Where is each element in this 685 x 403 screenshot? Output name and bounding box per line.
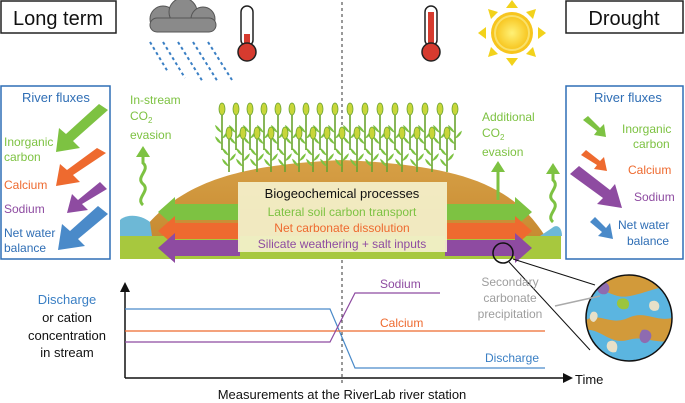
left-inorganic-carbon-1: Inorganic xyxy=(4,135,53,149)
left-sodium-arrow xyxy=(158,233,240,263)
lateral-transport-label: Lateral soil carbon transport xyxy=(268,205,417,219)
calcium-series-label: Calcium xyxy=(380,316,423,330)
svg-text:carbonate: carbonate xyxy=(483,291,537,305)
biogeochem-box: Biogeochemical processes Lateral soil ca… xyxy=(238,182,447,252)
instream-evasion: In-stream CO2 evasion xyxy=(130,93,181,207)
right-river-fluxes-panel: River fluxes Inorganic carbon Calcium So… xyxy=(565,85,684,260)
left-calcium-arrow xyxy=(158,216,240,246)
svg-text:or cation: or cation xyxy=(42,310,92,325)
footer-caption: Measurements at the RiverLab river stati… xyxy=(218,387,467,402)
left-panel-heading: River fluxes xyxy=(22,90,90,105)
long-term-title: Long term xyxy=(13,8,103,30)
left-calcium-flux-arrow xyxy=(56,148,106,186)
left-inorganic-carbon-arrow xyxy=(56,104,108,152)
magnifier-icon xyxy=(492,242,673,362)
additional-label-2: CO2 xyxy=(482,126,505,142)
right-calcium-flux-arrow xyxy=(581,150,607,171)
instream-label-2: CO2 xyxy=(130,109,153,125)
right-inorganic-carbon-1: Inorganic xyxy=(622,122,671,136)
left-evasion-arrow xyxy=(139,155,147,207)
right-inorganic-carbon-2: carbon xyxy=(633,137,670,151)
left-sodium-flux-arrow xyxy=(67,182,107,213)
right-inorganic-carbon-arrow xyxy=(583,116,606,137)
crop-icon xyxy=(215,102,462,172)
left-river-fluxes-panel: River fluxes Inorganic carbon Calcium So… xyxy=(0,85,111,260)
left-net-water-1: Net water xyxy=(4,226,55,240)
svg-text:precipitation: precipitation xyxy=(478,307,543,321)
instream-label-3: evasion xyxy=(130,128,171,142)
sodium-series-label: Sodium xyxy=(380,277,421,291)
cold-thermometer-icon xyxy=(237,5,257,62)
hot-thermometer-icon xyxy=(421,5,441,62)
svg-text:Discharge: Discharge xyxy=(38,292,97,307)
time-series-graph: Time Discharge or cation concentration i… xyxy=(28,277,603,387)
right-net-water-1: Net water xyxy=(618,218,669,232)
left-water-flux-arrow xyxy=(58,206,108,250)
svg-text:concentration: concentration xyxy=(28,328,106,343)
secondary-precipitation-label: Secondary carbonate precipitation xyxy=(478,275,543,321)
drought-title-box: Drought xyxy=(565,0,684,34)
left-inorganic-carbon-2: carbon xyxy=(4,150,41,164)
right-sodium-label: Sodium xyxy=(634,190,675,204)
right-net-water-2: balance xyxy=(627,234,669,248)
carbonate-dissolution-label: Net carbonate dissolution xyxy=(274,221,409,235)
additional-label-3: evasion xyxy=(482,145,523,159)
left-net-water-2: balance xyxy=(4,241,46,255)
right-sodium-flux-arrow xyxy=(570,166,622,208)
left-river xyxy=(120,215,152,236)
rain-cloud-icon xyxy=(149,0,233,83)
svg-text:Secondary: Secondary xyxy=(481,275,538,289)
silicate-weathering-label: Silicate weathering + salt inputs xyxy=(258,237,426,251)
long-term-title-box: Long term xyxy=(0,0,117,34)
x-axis-label: Time xyxy=(575,372,603,387)
y-axis-label: Discharge or cation concentration in str… xyxy=(28,292,106,360)
right-panel-heading: River fluxes xyxy=(594,90,662,105)
right-sodium-arrow xyxy=(445,233,532,263)
right-carbon-arrow xyxy=(445,197,532,227)
right-process-arrows xyxy=(445,197,532,263)
left-sodium-label: Sodium xyxy=(4,202,45,216)
left-process-arrows xyxy=(158,197,240,263)
right-evasion-arrow-2 xyxy=(549,172,557,224)
left-calcium-label: Calcium xyxy=(4,178,47,192)
sodium-line xyxy=(125,292,440,343)
right-calcium-arrow xyxy=(445,216,532,246)
right-river xyxy=(540,226,562,236)
instream-label-1: In-stream xyxy=(130,93,181,107)
svg-text:in stream: in stream xyxy=(40,345,93,360)
left-carbon-arrow xyxy=(158,197,240,227)
biogeochem-title: Biogeochemical processes xyxy=(265,186,420,201)
right-calcium-label: Calcium xyxy=(628,163,671,177)
right-water-flux-arrow xyxy=(590,217,613,239)
drought-title: Drought xyxy=(588,8,660,30)
discharge-series-label: Discharge xyxy=(485,351,539,365)
additional-label-1: Additional xyxy=(482,110,535,124)
additional-evasion: Additional CO2 evasion xyxy=(482,110,560,224)
sun-icon xyxy=(478,0,546,66)
discharge-line xyxy=(125,308,545,369)
